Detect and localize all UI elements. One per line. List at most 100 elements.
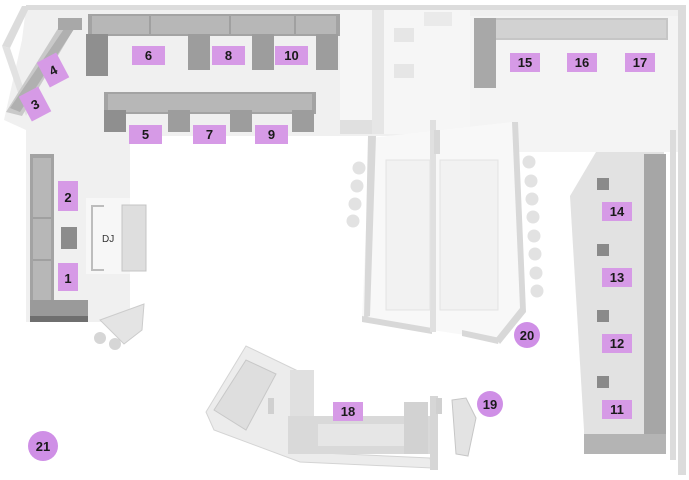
- second-booth-left-arm: [104, 110, 126, 132]
- table-14[interactable]: 14: [602, 202, 632, 221]
- table-8-badge: [212, 46, 245, 65]
- table-13[interactable]: 13: [602, 268, 632, 287]
- right-bar-back: [644, 154, 666, 452]
- table-8-label: 8: [225, 48, 232, 63]
- marker-19-circle: [477, 391, 503, 417]
- center-divider: [430, 120, 436, 332]
- top-booth-cushion: [92, 16, 336, 34]
- right-booth-left-arm: [474, 18, 496, 88]
- right-bar-floor: [570, 152, 664, 454]
- lounge-diag-seat: [213, 359, 277, 431]
- table-9[interactable]: 9: [255, 125, 288, 144]
- table-12[interactable]: 12: [602, 334, 632, 353]
- table-3-badge: [18, 86, 52, 122]
- entrance-post: [434, 130, 440, 154]
- table-labels: 1 2 3 4 5 6 7: [18, 46, 655, 421]
- table-10-badge: [275, 46, 308, 65]
- table-17-badge: [625, 53, 655, 72]
- right-bar-bottom: [584, 434, 666, 454]
- top-booth-left-arm: [86, 34, 108, 76]
- table-8[interactable]: 8: [212, 46, 245, 65]
- bar-stool-square: [597, 376, 609, 388]
- table-12-label: 12: [610, 336, 624, 351]
- lounge-post: [268, 398, 274, 414]
- table-12-badge: [602, 334, 632, 353]
- left-booth-cushion: [33, 158, 51, 318]
- top-booth-div-2: [252, 34, 274, 70]
- entrance-block: [394, 28, 414, 42]
- bar-stool-square: [597, 310, 609, 322]
- marker-19[interactable]: 19: [477, 391, 503, 417]
- table-15[interactable]: 15: [510, 53, 540, 72]
- top-booth-row: [86, 14, 340, 76]
- marker-19-label: 19: [483, 397, 497, 412]
- second-booth-row: [104, 92, 316, 132]
- table-2-label: 2: [64, 190, 71, 205]
- table-5-label: 5: [142, 127, 149, 142]
- table-4[interactable]: 4: [36, 52, 70, 88]
- stool: [525, 192, 539, 206]
- second-booth-right-arm: [292, 110, 314, 132]
- lounge-seat-cushion: [318, 424, 404, 446]
- right-top-booth: [474, 18, 668, 88]
- table-10[interactable]: 10: [275, 46, 308, 65]
- marker-20-label: 20: [520, 328, 534, 343]
- table-9-badge: [255, 125, 288, 144]
- dj-label: DJ: [102, 234, 114, 245]
- table-11[interactable]: 11: [602, 400, 632, 419]
- stool: [346, 214, 360, 228]
- marker-20-circle: [514, 322, 540, 348]
- entrance-block: [424, 12, 452, 26]
- stool: [94, 332, 106, 344]
- wall-right: [678, 5, 686, 475]
- dj-bracket: [91, 205, 104, 271]
- table-5[interactable]: 5: [129, 125, 162, 144]
- table-14-label: 14: [610, 204, 625, 219]
- center-inner-left: [385, 159, 431, 311]
- table-16[interactable]: 16: [567, 53, 597, 72]
- second-booth-div-2: [230, 110, 252, 132]
- second-booth-cushion: [108, 94, 312, 112]
- table-11-badge: [602, 400, 632, 419]
- table-15-label: 15: [518, 55, 532, 70]
- stool: [348, 197, 362, 211]
- stool: [530, 284, 544, 298]
- table-11-label: 11: [610, 402, 624, 417]
- table-7-badge: [193, 125, 226, 144]
- center-wall-bottom-2: [462, 330, 500, 344]
- entrance-block: [394, 64, 414, 78]
- stool: [526, 210, 540, 224]
- table-2[interactable]: 2: [58, 181, 78, 211]
- second-booth-div-1: [168, 110, 190, 132]
- table-17[interactable]: 17: [625, 53, 655, 72]
- table-6-badge: [132, 46, 165, 65]
- table-16-badge: [567, 53, 597, 72]
- dj-console: [121, 204, 147, 272]
- left-booth: [30, 154, 88, 322]
- marker-20[interactable]: 20: [514, 322, 540, 348]
- center-inner-right: [439, 159, 499, 311]
- bar-stool-square: [597, 244, 609, 256]
- entrance-wall: [372, 10, 384, 134]
- right-bar: [570, 152, 666, 454]
- table-7[interactable]: 7: [193, 125, 226, 144]
- table-13-label: 13: [610, 270, 624, 285]
- table-6[interactable]: 6: [132, 46, 165, 65]
- wall-top: [26, 5, 686, 10]
- lounge-arm-right: [404, 402, 428, 454]
- table-6-label: 6: [145, 48, 152, 63]
- lounge-wall: [430, 396, 438, 470]
- table-1[interactable]: 1: [58, 263, 78, 291]
- dj-booth: DJ: [86, 198, 147, 274]
- table-3[interactable]: 3: [18, 86, 52, 122]
- table-18[interactable]: 18: [333, 402, 363, 421]
- side-table: [61, 227, 77, 249]
- table-18-badge: [333, 402, 363, 421]
- top-booth-right-arm: [316, 34, 338, 70]
- top-booth-div-1: [188, 34, 210, 70]
- center-bar-top: [340, 120, 372, 134]
- wall-left-diagonal: [2, 6, 30, 48]
- marker-21[interactable]: 21: [28, 431, 58, 461]
- table-15-badge: [510, 53, 540, 72]
